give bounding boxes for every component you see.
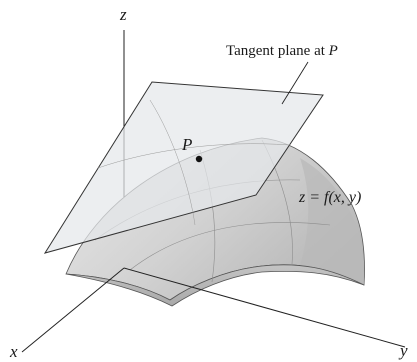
- tangent-plane: [43, 81, 324, 254]
- y-axis: [123, 267, 406, 348]
- point-p-marker: [195, 155, 203, 163]
- tangent-plane-label: Tangent plane at P: [226, 44, 338, 59]
- x-axis-label: x: [10, 342, 18, 361]
- tangent-plane-leader: [281, 61, 309, 105]
- surface: [65, 137, 365, 307]
- tangent-plane-label-point: P: [328, 43, 338, 59]
- z-axis-label: z: [120, 5, 127, 24]
- surface-label: z = f(x, y): [299, 189, 362, 206]
- tangent-plane-label-text: Tangent plane at: [226, 43, 329, 59]
- x-axis: [21, 267, 125, 353]
- y-axis-label: y: [400, 341, 408, 360]
- point-p-label: P: [182, 135, 193, 154]
